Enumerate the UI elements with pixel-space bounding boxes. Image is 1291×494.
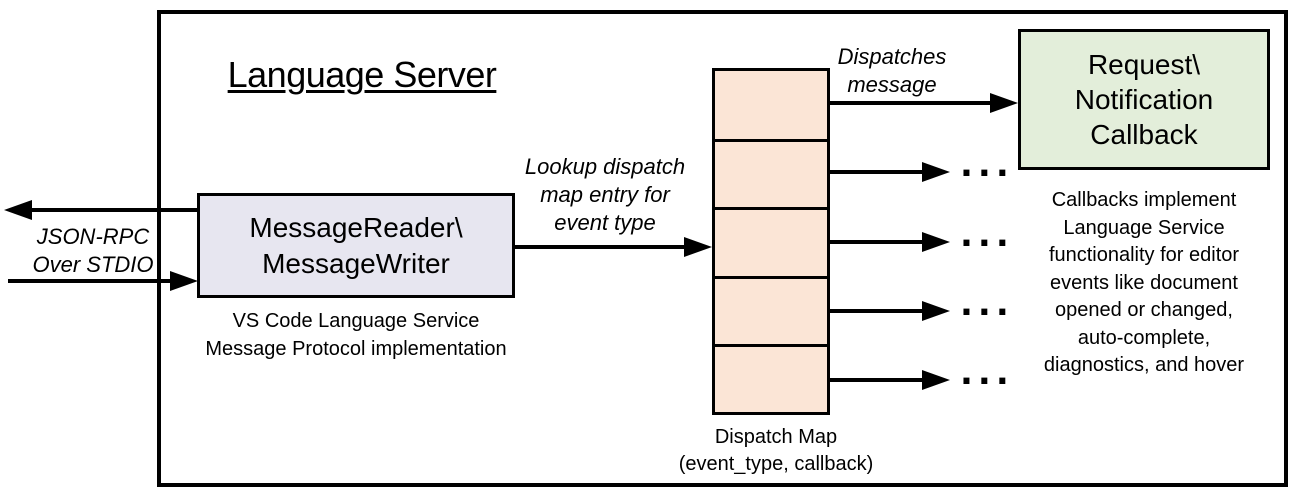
callback-caption-line: events like document — [1050, 271, 1238, 294]
callback-caption-line: opened or changed, — [1055, 299, 1233, 321]
callback-caption-line: auto-complete, — [1077, 326, 1211, 349]
callback-caption-line: diagnostics, and hover — [1043, 354, 1245, 376]
json-rpc-stdio-label-line1: JSON-RPC — [36, 224, 150, 249]
dispatch-map-cell — [715, 139, 827, 207]
lookup-dispatch-label: Lookup dispatch map entry for event type — [500, 153, 710, 237]
lookup-dispatch-label-line1: Lookup dispatch — [524, 154, 686, 179]
message-reader-writer-line2: MessageWriter — [262, 247, 450, 279]
reader-caption-line1: VS Code Language Service — [232, 310, 480, 332]
stdio-out-arrowhead-icon — [4, 200, 32, 220]
reader-caption-line2: Message Protocol implementation — [205, 338, 507, 360]
callback-box-line1: Request\ — [1087, 49, 1201, 80]
request-notification-callback-box: Request\ Notification Callback — [1018, 29, 1270, 170]
lookup-dispatch-label-line2: map entry for — [540, 182, 670, 207]
diagram-title: Language Server — [227, 54, 497, 95]
message-reader-writer-box: MessageReader\ MessageWriter — [197, 193, 515, 298]
dispatch-map — [712, 68, 830, 415]
dispatches-message-label-line2: message — [847, 72, 937, 97]
callback-caption-line: Language Service — [1063, 216, 1225, 239]
lookup-dispatch-label-line3: event type — [554, 210, 656, 235]
reader-caption: VS Code Language Service Message Protoco… — [186, 307, 526, 363]
callback-caption-line: Callbacks implement — [1051, 189, 1237, 211]
dispatch-map-cell — [715, 275, 827, 344]
callback-caption-line: functionality for editor — [1048, 244, 1240, 266]
callback-box-line2: Notification — [1074, 84, 1214, 115]
dispatches-message-label-line1: Dispatches — [837, 44, 947, 69]
dispatch-map-cell — [715, 343, 827, 412]
dispatches-message-label: Dispatches message — [807, 43, 977, 99]
json-rpc-stdio-label-line2: Over STDIO — [32, 252, 154, 277]
dispatch-map-caption-line1: Dispatch Map — [714, 426, 838, 448]
message-reader-writer-line1: MessageReader\ — [249, 211, 463, 243]
dispatch-map-caption-line2: (event_type, callback) — [678, 453, 874, 475]
json-rpc-stdio-label: JSON-RPC Over STDIO — [8, 223, 178, 279]
callback-caption: Callbacks implement Language Service fun… — [1010, 187, 1278, 380]
language-server-boundary — [157, 10, 1288, 487]
dispatch-map-cell — [715, 207, 827, 275]
dispatch-map-caption: Dispatch Map (event_type, callback) — [646, 424, 906, 478]
callback-box-line3: Callback — [1090, 119, 1198, 150]
